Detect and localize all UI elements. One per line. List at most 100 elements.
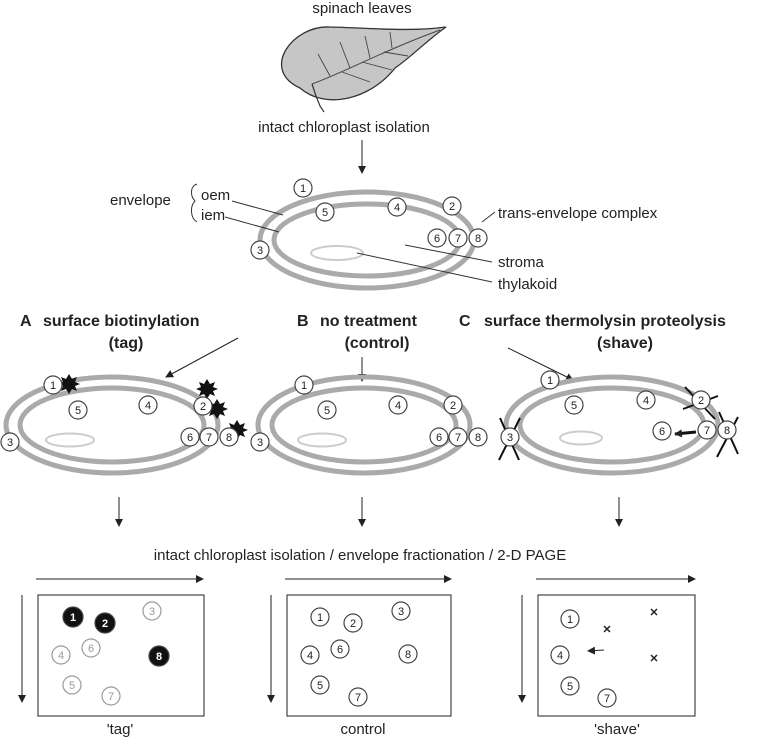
c-protein-6-label: 6 — [659, 426, 665, 438]
treatment-c-subtitle: (shave) — [597, 335, 653, 352]
b-protein-6-label: 6 — [436, 432, 442, 444]
top-protein-4-label: 4 — [394, 202, 400, 214]
gel-tag-protein-4-circle — [51, 645, 71, 665]
gel-shave-protein-4-label: 4 — [557, 650, 563, 662]
gel-control-protein-3-label: 3 — [398, 606, 404, 618]
gel-tag-protein-1-label: 1 — [70, 612, 76, 624]
top-protein-1-circle — [293, 178, 313, 198]
a-protein-1-circle — [43, 375, 63, 395]
a-protein-6-label: 6 — [187, 432, 193, 444]
top-protein-2-label: 2 — [449, 201, 455, 213]
b-protein-6-circle — [429, 427, 449, 447]
a-protein-5-label: 5 — [75, 405, 81, 417]
intact-isolation-label: intact chloroplast isolation — [258, 119, 430, 136]
arrow-a — [165, 337, 239, 378]
treatment-a-letter: A — [20, 313, 32, 330]
a-protein-4-circle — [138, 395, 158, 415]
b-protein-5-label: 5 — [324, 405, 330, 417]
gel-shave-protein-7-circle — [597, 688, 617, 708]
chloroplast-a — [3, 374, 221, 476]
c-protein-4-circle — [636, 390, 656, 410]
gel-tag-caption: 'tag' — [107, 721, 134, 738]
c-protein-7-label: 7 — [704, 425, 710, 437]
chloroplast-c — [503, 374, 721, 476]
thylakoid-label: thylakoid — [498, 276, 557, 293]
a-protein-1-label: 1 — [50, 380, 56, 392]
biotin-tag-2a — [196, 379, 218, 399]
b-protein-5-circle — [317, 400, 337, 420]
treatment-a-subtitle: (tag) — [109, 335, 144, 352]
c-protein-3-circle — [500, 427, 520, 447]
gel-tag-protein-5-label: 5 — [69, 680, 75, 692]
gel-shave-protein-7-label: 7 — [604, 693, 610, 705]
stroma-label: stroma — [498, 254, 545, 271]
treatment-b-subtitle: (control) — [345, 335, 410, 352]
gel-tag-protein-4-label: 4 — [58, 650, 64, 662]
gel-tag-protein-1-circle — [62, 606, 84, 628]
gel-control-protein-2-label: 2 — [350, 618, 356, 630]
treatment-b-title: no treatment — [320, 313, 418, 330]
c-protein-5-label: 5 — [571, 400, 577, 412]
treatment-c-title: surface thermolysin proteolysis — [484, 313, 726, 330]
iem-pointer — [224, 216, 280, 233]
b-protein-1-label: 1 — [301, 380, 307, 392]
a-protein-8-label: 8 — [226, 432, 232, 444]
iem-label: iem — [201, 207, 225, 224]
c-protein-3-label: 3 — [507, 432, 513, 444]
c-protein-8-circle — [717, 420, 737, 440]
gel-control-protein-8-label: 8 — [405, 649, 411, 661]
gel-tag-protein-5-circle — [62, 675, 82, 695]
c-protein-5-circle — [564, 395, 584, 415]
b-protein-3-label: 3 — [257, 437, 263, 449]
gel-tag-protein-7-circle — [101, 686, 121, 706]
b-protein-4-label: 4 — [395, 400, 401, 412]
biotin-tag-1 — [58, 374, 80, 394]
thylakoid-pointer — [356, 252, 493, 283]
gel-tag-protein-3-label: 3 — [149, 606, 155, 618]
a-protein-2-label: 2 — [200, 401, 206, 413]
chloroplast-b — [255, 374, 473, 476]
b-protein-4-circle — [388, 395, 408, 415]
c-protein-2-label: 2 — [698, 395, 704, 407]
top-protein-7-label: 7 — [455, 233, 461, 245]
b-protein-2-circle — [443, 395, 463, 415]
gel-shave-caption: 'shave' — [594, 721, 640, 738]
gel-control-protein-5-circle — [310, 675, 330, 695]
spinach-leaves-label: spinach leaves — [312, 0, 411, 17]
top-protein-4-circle — [387, 197, 407, 217]
gel-tag-protein-3-circle — [142, 601, 162, 621]
c-protein-2-circle — [691, 390, 711, 410]
top-protein-6-circle — [427, 228, 447, 248]
treatment-a-title: surface biotinylation — [43, 313, 199, 330]
gel-shave-shift-arrow — [587, 646, 605, 655]
top-protein-5-circle — [315, 202, 335, 222]
shave-move-arrow — [674, 429, 697, 438]
top-protein-3-circle — [250, 240, 270, 260]
b-protein-3-circle — [250, 432, 270, 452]
gel-tag-protein-2-circle — [94, 612, 116, 634]
top-protein-1-label: 1 — [300, 183, 306, 195]
a-protein-8-circle — [219, 427, 239, 447]
gel-tag-protein-8-label: 8 — [156, 651, 162, 663]
a-protein-5-circle — [68, 400, 88, 420]
top-protein-6-label: 6 — [434, 233, 440, 245]
c-protein-8-label: 8 — [724, 425, 730, 437]
fractionation-label: intact chloroplast isolation / envelope … — [154, 547, 566, 564]
gel-shave-protein-1-label: 1 — [567, 614, 573, 626]
gel-control-protein-4-label: 4 — [307, 650, 313, 662]
top-protein-3-label: 3 — [257, 245, 263, 257]
gel-control-caption: control — [340, 721, 385, 738]
c-protein-6-circle — [652, 421, 672, 441]
gel-control-protein-7-label: 7 — [355, 692, 361, 704]
gel-control-protein-3-circle — [391, 601, 411, 621]
gel-control-protein-1-circle — [310, 607, 330, 627]
gel-control-protein-6-label: 6 — [337, 644, 343, 656]
top-protein-2-circle — [442, 196, 462, 216]
b-protein-7-label: 7 — [455, 432, 461, 444]
a-protein-2-circle — [193, 396, 213, 416]
gel-tag-protein-6-circle — [81, 638, 101, 658]
oem-pointer — [231, 200, 284, 216]
gel-control-protein-1-label: 1 — [317, 612, 323, 624]
gel-tag — [37, 594, 205, 717]
stroma-pointer — [404, 244, 493, 263]
